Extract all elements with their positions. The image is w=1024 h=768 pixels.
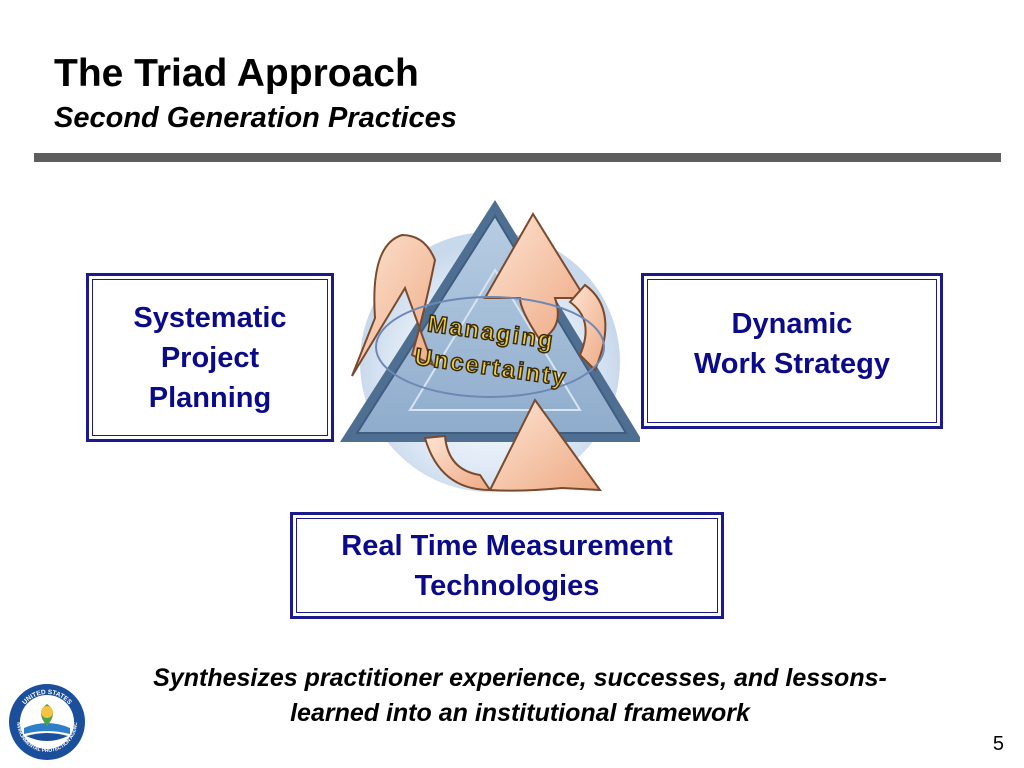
real-time-measurement-box: Real Time Measurement Technologies: [290, 512, 724, 619]
systematic-planning-box: Systematic Project Planning: [86, 273, 334, 442]
cycle-arrow-bottom: [423, 398, 603, 492]
dynamic-strategy-label: Dynamic Work Strategy: [693, 308, 891, 380]
triad-triangle: [355, 214, 628, 434]
systematic-planning-label: Systematic Project Planning: [133, 301, 287, 414]
center-ellipse: [375, 296, 605, 398]
slide-subtitle: Second Generation Practices: [54, 102, 457, 134]
cycle-arrow-left: [351, 233, 437, 377]
slide-title: The Triad Approach: [54, 52, 419, 95]
triad-triangle-inner: [408, 268, 582, 411]
real-time-measurement-label: Real Time Measurement Technologies: [341, 529, 673, 602]
epa-seal-logo: UNITED STATES ENVIRONMENTAL PROTECTION A…: [7, 682, 85, 760]
slide-caption: Synthesizes practitioner experience, suc…: [153, 664, 887, 727]
dynamic-strategy-box: Dynamic Work Strategy: [641, 273, 943, 429]
title-divider: [34, 153, 1001, 162]
cycle-arrow-top: [483, 212, 607, 372]
triad-diagram: Managing Uncertainty: [340, 200, 640, 492]
page-number: 5: [992, 733, 1004, 755]
